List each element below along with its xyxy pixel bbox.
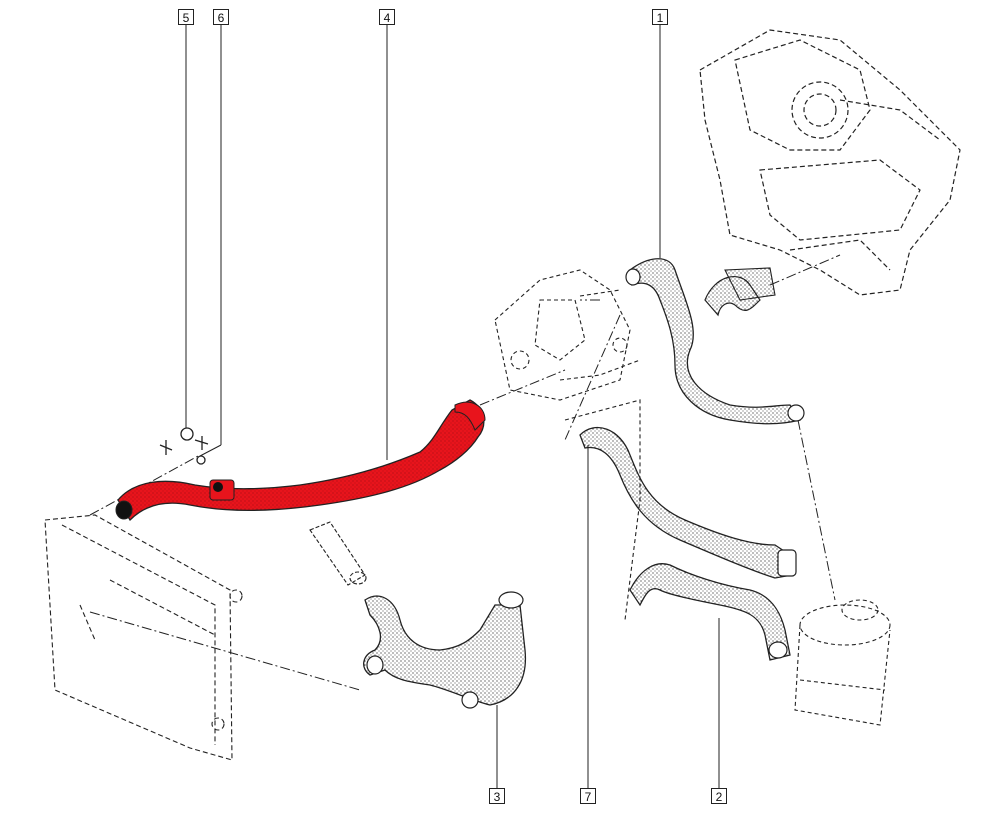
callout-6: 6: [213, 9, 229, 25]
callout-3: 3: [489, 788, 505, 804]
hose-4-highlighted: [117, 399, 485, 522]
callout-4: 4: [379, 9, 395, 25]
callout-5: 5: [178, 9, 194, 25]
callout-7: 7: [580, 788, 596, 804]
callout-1: 1: [652, 9, 668, 25]
callout-2: 2: [711, 788, 727, 804]
hose-7: [579, 426, 793, 579]
guide-lines: [89, 254, 841, 691]
hose-connector-pipe: [309, 521, 367, 586]
hose-3: [363, 591, 527, 709]
bleed-screw: [159, 427, 209, 465]
hose-2: [629, 563, 791, 661]
radiator: [44, 514, 243, 761]
engine-bracket: [494, 269, 641, 621]
leader-lines: [185, 25, 720, 788]
expansion-tank: [794, 599, 891, 726]
heater-unit: [699, 29, 961, 296]
